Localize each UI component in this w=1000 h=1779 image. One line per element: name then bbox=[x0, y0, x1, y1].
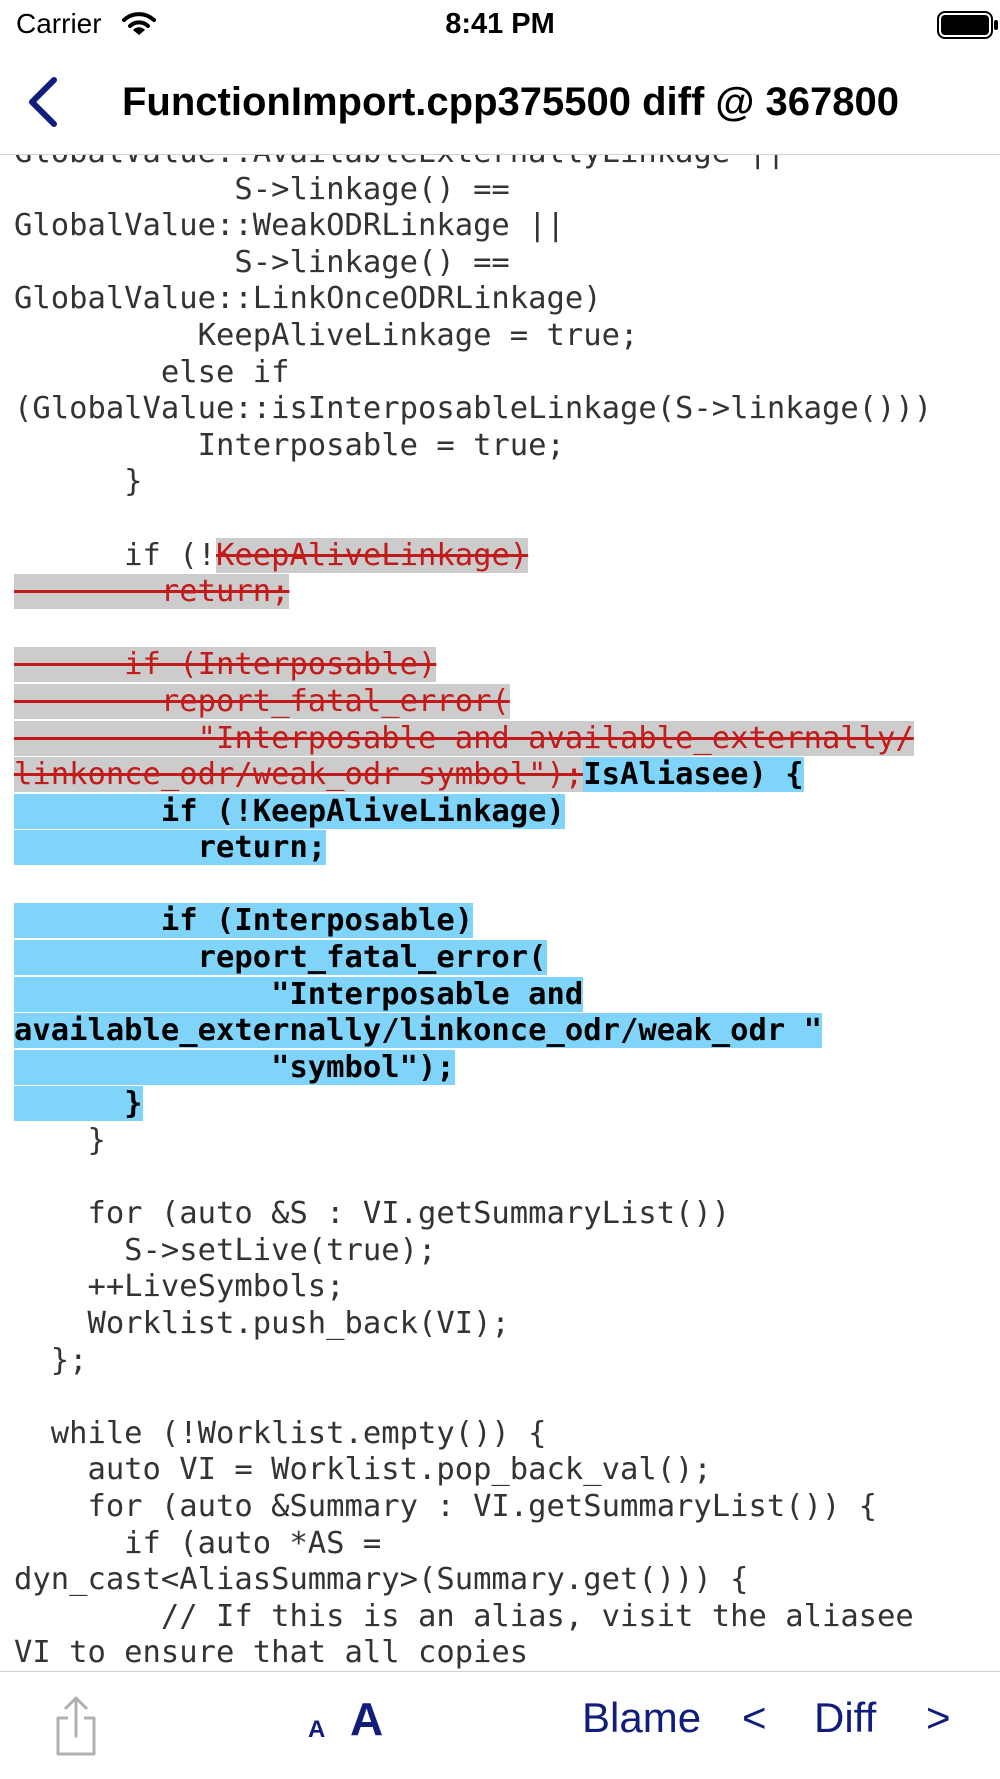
next-diff-button[interactable]: > bbox=[926, 1694, 951, 1741]
chevron-left-icon[interactable] bbox=[22, 74, 62, 130]
share-icon[interactable] bbox=[52, 1694, 100, 1758]
inserted-code: IsAliasee) { if (!KeepAliveLinkage) retu… bbox=[14, 757, 822, 1122]
wifi-icon bbox=[122, 12, 156, 35]
status-bar: Carrier 8:41 PM bbox=[0, 0, 1000, 50]
previous-diff-button[interactable]: < bbox=[742, 1694, 767, 1741]
decrease-font-button[interactable]: A bbox=[308, 1716, 326, 1743]
increase-font-button[interactable]: A bbox=[350, 1693, 384, 1745]
code-context-before: GlobalValue::AvailableExternallyLinkage … bbox=[14, 155, 933, 500]
code-diff-prefix: if (! bbox=[14, 537, 216, 573]
diff-button[interactable]: Diff bbox=[814, 1694, 877, 1741]
battery-icon bbox=[937, 11, 998, 39]
page-title: FunctionImport.cpp375500 diff @ 367800 bbox=[122, 80, 899, 124]
diff-view[interactable]: GlobalValue::AvailableExternallyLinkage … bbox=[0, 155, 1000, 1671]
carrier-label: Carrier bbox=[16, 8, 102, 39]
bottom-toolbar: A A Blame < Diff > bbox=[0, 1671, 1000, 1779]
blame-button[interactable]: Blame bbox=[582, 1694, 702, 1741]
code-context-after: } for (auto &S : VI.getSummaryList()) S-… bbox=[14, 1123, 914, 1671]
deleted-code: KeepAliveLinkage) return; if (Interposab… bbox=[14, 537, 914, 793]
diff-code: GlobalValue::AvailableExternallyLinkage … bbox=[14, 155, 932, 1671]
status-time: 8:41 PM bbox=[445, 8, 555, 40]
navigation-bar: FunctionImport.cpp375500 diff @ 367800 bbox=[0, 50, 1000, 155]
